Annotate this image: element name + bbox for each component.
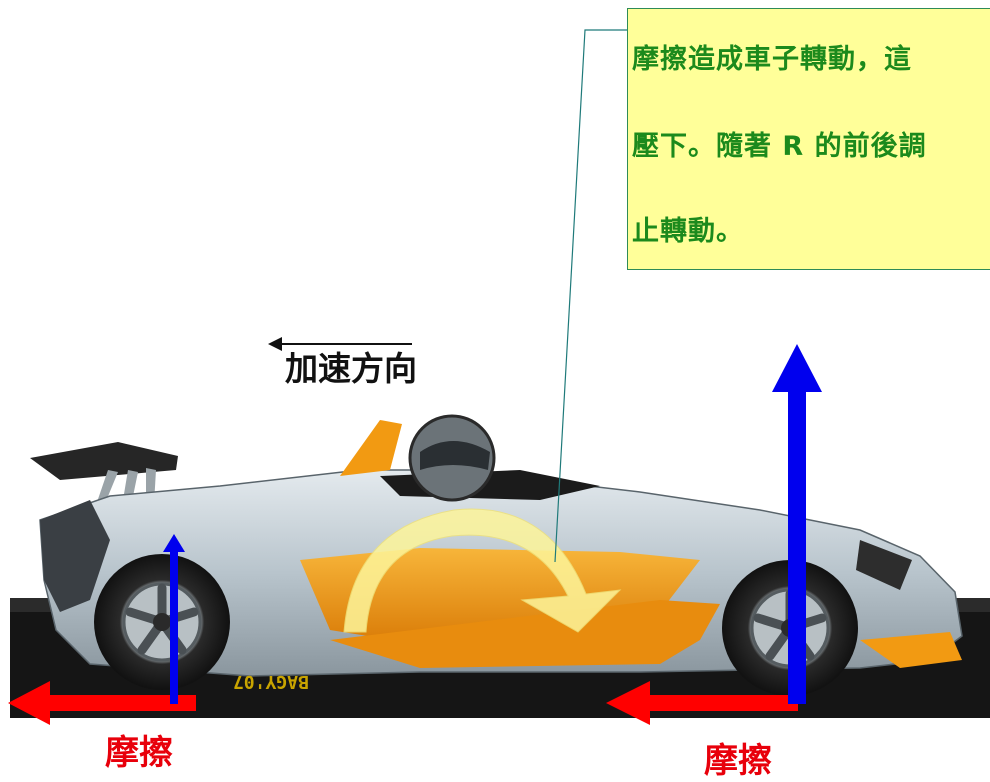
callout-text-line-3: 止轉動。 — [632, 216, 744, 247]
normal-force-arrow-right — [772, 344, 822, 704]
acceleration-arrow — [268, 337, 412, 351]
friction-label-left: 摩擦 — [105, 733, 173, 773]
friction-arrow-left — [8, 681, 196, 725]
artist-signature: BAGY'07 — [233, 671, 309, 692]
callout-leader-line — [554, 29, 627, 563]
cockpit — [340, 414, 600, 502]
normal-force-arrow-left — [163, 534, 185, 704]
explanation-callout: 摩擦造成車子轉動，這 壓下。隨著 R 的前後調 止轉動。 — [627, 8, 990, 270]
rotation-arrow — [343, 508, 622, 633]
acceleration-direction-label: 加速方向 — [285, 349, 417, 388]
callout-text-line-2: 壓下。隨著 R 的前後調 — [632, 131, 927, 162]
rear-wheel — [94, 554, 230, 690]
friction-label-right: 摩擦 — [704, 741, 772, 781]
friction-arrow-right — [606, 681, 798, 725]
callout-text-line-1: 摩擦造成車子轉動，這 — [632, 44, 912, 75]
